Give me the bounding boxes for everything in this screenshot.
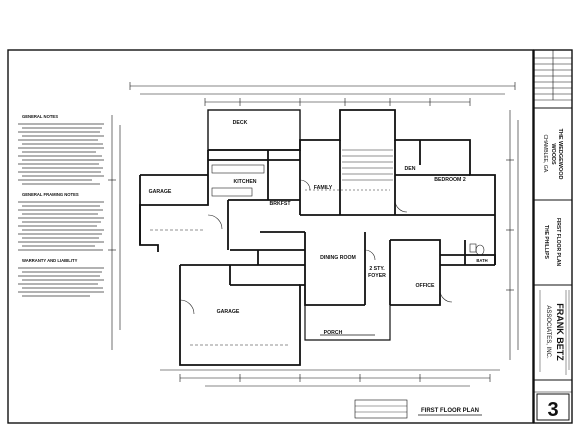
title-block: THE WEDGEWOOD WOODS CHAMBLEE, GA. FIRST … bbox=[534, 50, 572, 421]
framing-notes-text bbox=[18, 201, 104, 251]
room-foyer-line1: 2 STY. bbox=[369, 266, 385, 272]
warranty-notes-text bbox=[18, 267, 104, 297]
room-kitchen: KITCHEN bbox=[233, 179, 256, 185]
firm-address-lines bbox=[539, 290, 570, 375]
room-foyer-line2: FOYER bbox=[368, 273, 386, 279]
room-bedroom-2: BEDROOM 2 bbox=[434, 177, 466, 183]
room-dining: DINING ROOM bbox=[320, 255, 356, 261]
firm-name-line2: ASSOCIATES, INC. bbox=[545, 305, 551, 359]
plan-title-block: FIRST FLOOR PLAN bbox=[354, 399, 482, 419]
room-labels: DECK KITCHEN FAMILY DEN BEDROOM 2 GARAGE… bbox=[149, 120, 488, 336]
room-porch: PORCH bbox=[324, 330, 343, 336]
floor-plan-fixtures bbox=[150, 149, 485, 346]
dimension-strings bbox=[108, 82, 519, 387]
general-notes-text bbox=[18, 123, 104, 185]
sheet-name: FIRST FLOOR PLAN bbox=[555, 218, 561, 267]
firm-name-line1: FRANK BETZ bbox=[555, 303, 565, 361]
room-bath: BATH bbox=[476, 258, 487, 263]
room-deck: DECK bbox=[233, 120, 248, 126]
project-location: CHAMBLEE, GA. bbox=[542, 135, 548, 174]
room-garage-bottom: GARAGE bbox=[217, 309, 240, 315]
project-name-line2: WOODS bbox=[550, 143, 556, 165]
sheet-number: 3 bbox=[547, 399, 558, 421]
framing-notes-heading: GENERAL FRAMING NOTES bbox=[22, 192, 79, 197]
project-name-line1: THE WEDGEWOOD bbox=[557, 128, 563, 179]
room-den: DEN bbox=[405, 166, 416, 172]
plan-title: FIRST FLOOR PLAN bbox=[421, 408, 479, 414]
room-brkfst: BRKFST bbox=[269, 201, 291, 207]
floor-plan-walls bbox=[139, 109, 496, 366]
room-office: OFFICE bbox=[415, 283, 435, 289]
sheet-number-box bbox=[536, 393, 570, 421]
plan-name: THE PHILLIPS bbox=[543, 225, 549, 260]
revision-table bbox=[534, 50, 572, 393]
notes-column: GENERAL NOTES GENERAL FRAMING NOTES WARR… bbox=[18, 114, 104, 297]
room-garage-left: GARAGE bbox=[149, 189, 172, 195]
sheet-border bbox=[7, 49, 573, 424]
general-notes-heading: GENERAL NOTES bbox=[22, 114, 58, 119]
warranty-notes-heading: WARRANTY AND LIABILITY bbox=[22, 258, 78, 263]
room-family: FAMILY bbox=[314, 185, 333, 191]
